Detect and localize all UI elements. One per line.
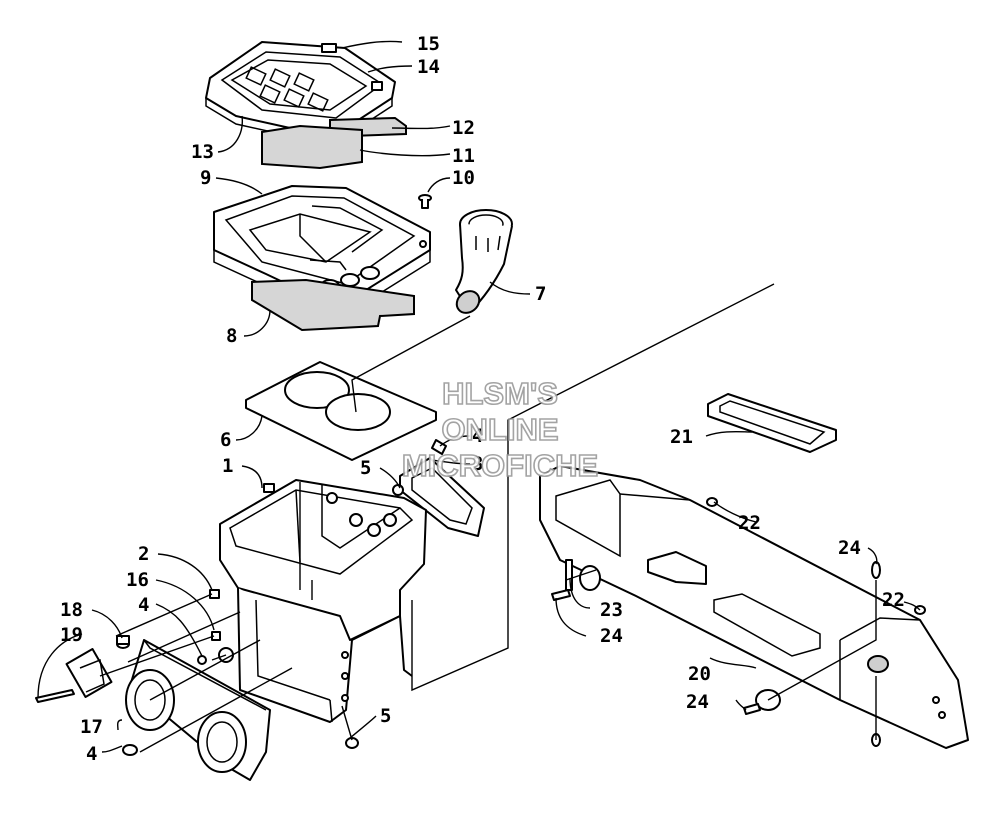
callout-3: 3 <box>472 453 483 475</box>
callout-20: 20 <box>688 663 711 685</box>
air-box <box>219 479 427 723</box>
intake-shroud <box>35 635 271 781</box>
callout-9: 9 <box>200 167 211 189</box>
screw-10 <box>418 194 432 209</box>
callout-14: 14 <box>417 56 440 78</box>
callout-15: 15 <box>417 33 440 55</box>
callout-23: 23 <box>600 599 623 621</box>
callout-8: 8 <box>226 325 237 347</box>
duct-gasket <box>707 393 837 453</box>
filter-tray <box>213 185 431 313</box>
callout-24-mid: 24 <box>600 625 623 647</box>
watermark-line-1: HLSM'S <box>442 376 558 411</box>
callout-17: 17 <box>80 716 103 738</box>
callout-7: 7 <box>535 283 546 305</box>
callout-12: 12 <box>452 117 475 139</box>
long-duct <box>539 465 969 749</box>
intake-elbow <box>455 209 513 314</box>
callout-24-upper: 24 <box>838 537 861 559</box>
callout-5-top: 5 <box>360 457 371 479</box>
callout-2: 2 <box>138 543 149 565</box>
gasket-plate <box>245 361 437 461</box>
callout-4-top: 4 <box>472 425 483 447</box>
watermark-line-2: ONLINE <box>441 412 558 447</box>
watermark-line-3: MICROFICHE <box>402 448 598 483</box>
callout-16: 16 <box>126 569 149 591</box>
callout-4-mid: 4 <box>138 594 149 616</box>
callout-numbers: 15 14 12 13 11 9 10 7 8 6 4 3 5 1 21 22 … <box>60 33 905 765</box>
foam-block-11 <box>261 124 363 170</box>
callout-22-right: 22 <box>882 589 905 611</box>
callout-6: 6 <box>220 429 231 451</box>
callout-18: 18 <box>60 599 83 621</box>
callout-24-lower: 24 <box>686 691 709 713</box>
top-cover <box>205 41 396 141</box>
callout-11: 11 <box>452 145 475 167</box>
leader-lines <box>37 40 921 753</box>
callout-19: 19 <box>60 624 83 646</box>
callout-21: 21 <box>670 426 693 448</box>
callout-22-upper: 22 <box>738 512 761 534</box>
callout-5-bottom: 5 <box>380 705 391 727</box>
callout-4-bottom: 4 <box>86 743 97 765</box>
callout-10: 10 <box>452 167 475 189</box>
foam-pad-8 <box>251 278 415 332</box>
callout-13: 13 <box>191 141 214 163</box>
watermark: HLSM'S ONLINE MICROFICHE <box>401 375 599 484</box>
callout-1: 1 <box>222 455 233 477</box>
